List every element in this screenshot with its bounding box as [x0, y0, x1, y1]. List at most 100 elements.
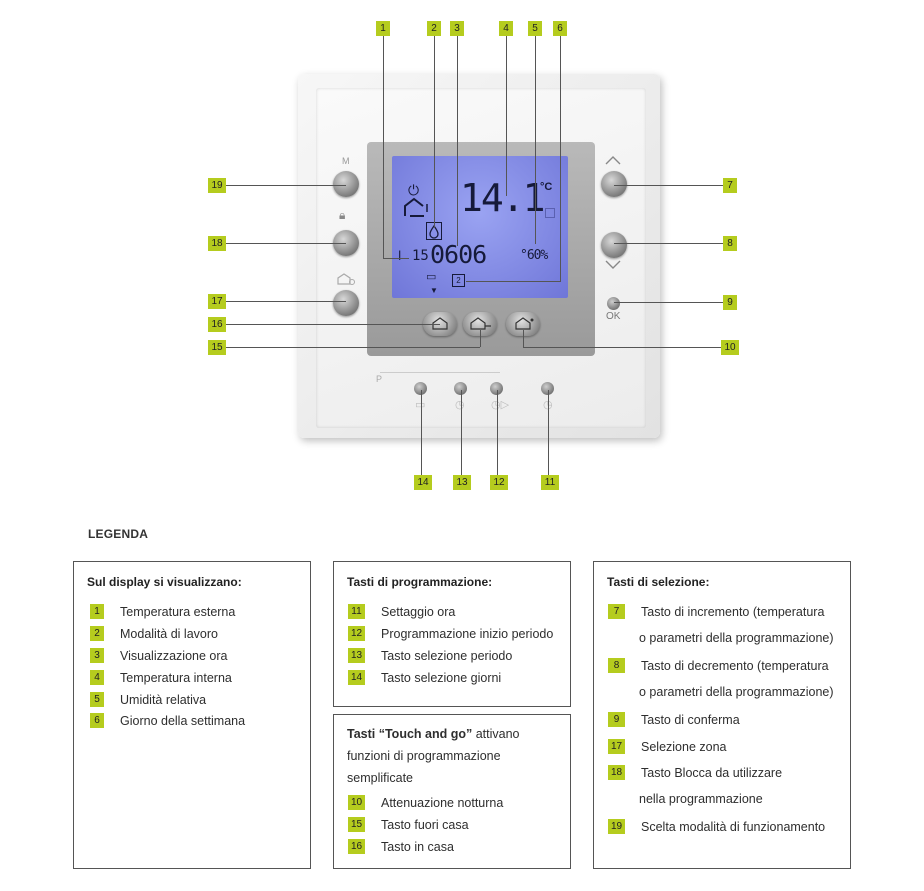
callout-17-line	[226, 301, 346, 302]
callout-12: 12	[490, 475, 508, 490]
lcd-display: ⏻ 14.1 °C ǀ 15 0606 °60% ▭ 2 ▼	[392, 156, 568, 298]
touch-and-go-desc-line2: funzioni di programmazione	[347, 749, 501, 763]
calendar-icon: ▭	[426, 271, 437, 283]
callout-18: 18	[208, 236, 226, 251]
callout-3: 3	[450, 21, 464, 36]
chevron-up-icon	[605, 156, 621, 165]
legend-title: LEGENDA	[88, 527, 149, 541]
callout-1-line	[383, 36, 384, 258]
weekday-display: 2	[452, 274, 465, 287]
callout-5: 5	[528, 21, 542, 36]
clock-arrow-icon: ◷	[455, 399, 465, 411]
snow-indicator-icon	[545, 208, 555, 218]
callout-7: 7	[723, 178, 737, 193]
program-group-line	[380, 372, 500, 373]
day-select-button[interactable]	[414, 382, 427, 395]
callout-16-line	[226, 324, 440, 325]
ok-label: OK	[606, 311, 621, 322]
programming-legend-title: Tasti di programmazione:	[347, 575, 493, 589]
callout-14-line	[421, 390, 422, 475]
program-p-label: P	[376, 374, 383, 384]
callout-8: 8	[723, 236, 737, 251]
touch-and-go-legend-box: Tasti “Touch and go” attivano funzioni d…	[333, 714, 571, 869]
callout-17: 17	[208, 294, 226, 309]
house-away-icon	[470, 317, 491, 330]
zone-button[interactable]	[333, 290, 359, 316]
chevron-down-icon	[605, 260, 621, 269]
callout-1: 1	[376, 21, 390, 36]
in-house-button[interactable]	[423, 312, 457, 336]
callout-18-line	[226, 243, 346, 244]
temperature-unit: °C	[540, 181, 553, 193]
house-night-icon	[515, 317, 534, 330]
callout-12-line	[497, 390, 498, 475]
lock-icon: 🔒︎	[339, 208, 346, 222]
clock-icon: ◷	[543, 398, 553, 411]
callout-10-line	[523, 347, 721, 348]
callout-6-line	[560, 36, 561, 281]
callout-9: 9	[723, 295, 737, 310]
callout-13: 13	[453, 475, 471, 490]
decrement-button[interactable]	[601, 232, 627, 258]
callout-19-line	[226, 185, 346, 186]
increment-button[interactable]	[601, 171, 627, 197]
humidity-display: °60%	[520, 248, 548, 263]
period-select-button[interactable]	[454, 382, 467, 395]
callout-10-line-v	[523, 330, 524, 347]
house-mode-icon	[404, 197, 428, 217]
thermometer-icon: ǀ	[398, 248, 402, 263]
callout-2: 2	[427, 21, 441, 36]
callout-8-line	[614, 243, 723, 244]
zone-house-icon	[337, 273, 355, 285]
callout-15: 15	[208, 340, 226, 355]
callout-10: 10	[721, 340, 739, 355]
callout-4-line	[506, 36, 507, 196]
callout-11-line	[548, 390, 549, 475]
arrow-down-indicator-icon: ▼	[430, 286, 438, 295]
callout-16: 16	[208, 317, 226, 332]
callout-2-line	[434, 36, 435, 228]
outside-temperature: 14.1	[460, 176, 546, 220]
power-icon: ⏻	[408, 182, 420, 198]
mode-button[interactable]	[333, 171, 359, 197]
time-set-button[interactable]	[541, 382, 554, 395]
callout-3-line	[457, 36, 458, 246]
callout-14: 14	[414, 475, 432, 490]
callout-15-line	[226, 347, 480, 348]
ok-button[interactable]	[607, 297, 620, 310]
callout-6: 6	[553, 21, 567, 36]
callout-5-line	[535, 36, 536, 244]
clock-start-icon: ◷▷	[491, 399, 510, 411]
calendar-small-icon: ▭	[415, 398, 425, 411]
mode-letter-label: M	[342, 156, 350, 166]
callout-11: 11	[541, 475, 559, 490]
period-start-button[interactable]	[490, 382, 503, 395]
callout-15-line-v	[480, 330, 481, 347]
time-prefix: 15	[412, 248, 429, 264]
callout-19: 19	[208, 178, 226, 193]
legend-item-continuation: nella programmazione	[639, 792, 763, 806]
callout-7-line	[614, 185, 723, 186]
callout-9-line	[614, 302, 723, 303]
legend-item-continuation: o parametri della programmazione)	[639, 631, 834, 645]
